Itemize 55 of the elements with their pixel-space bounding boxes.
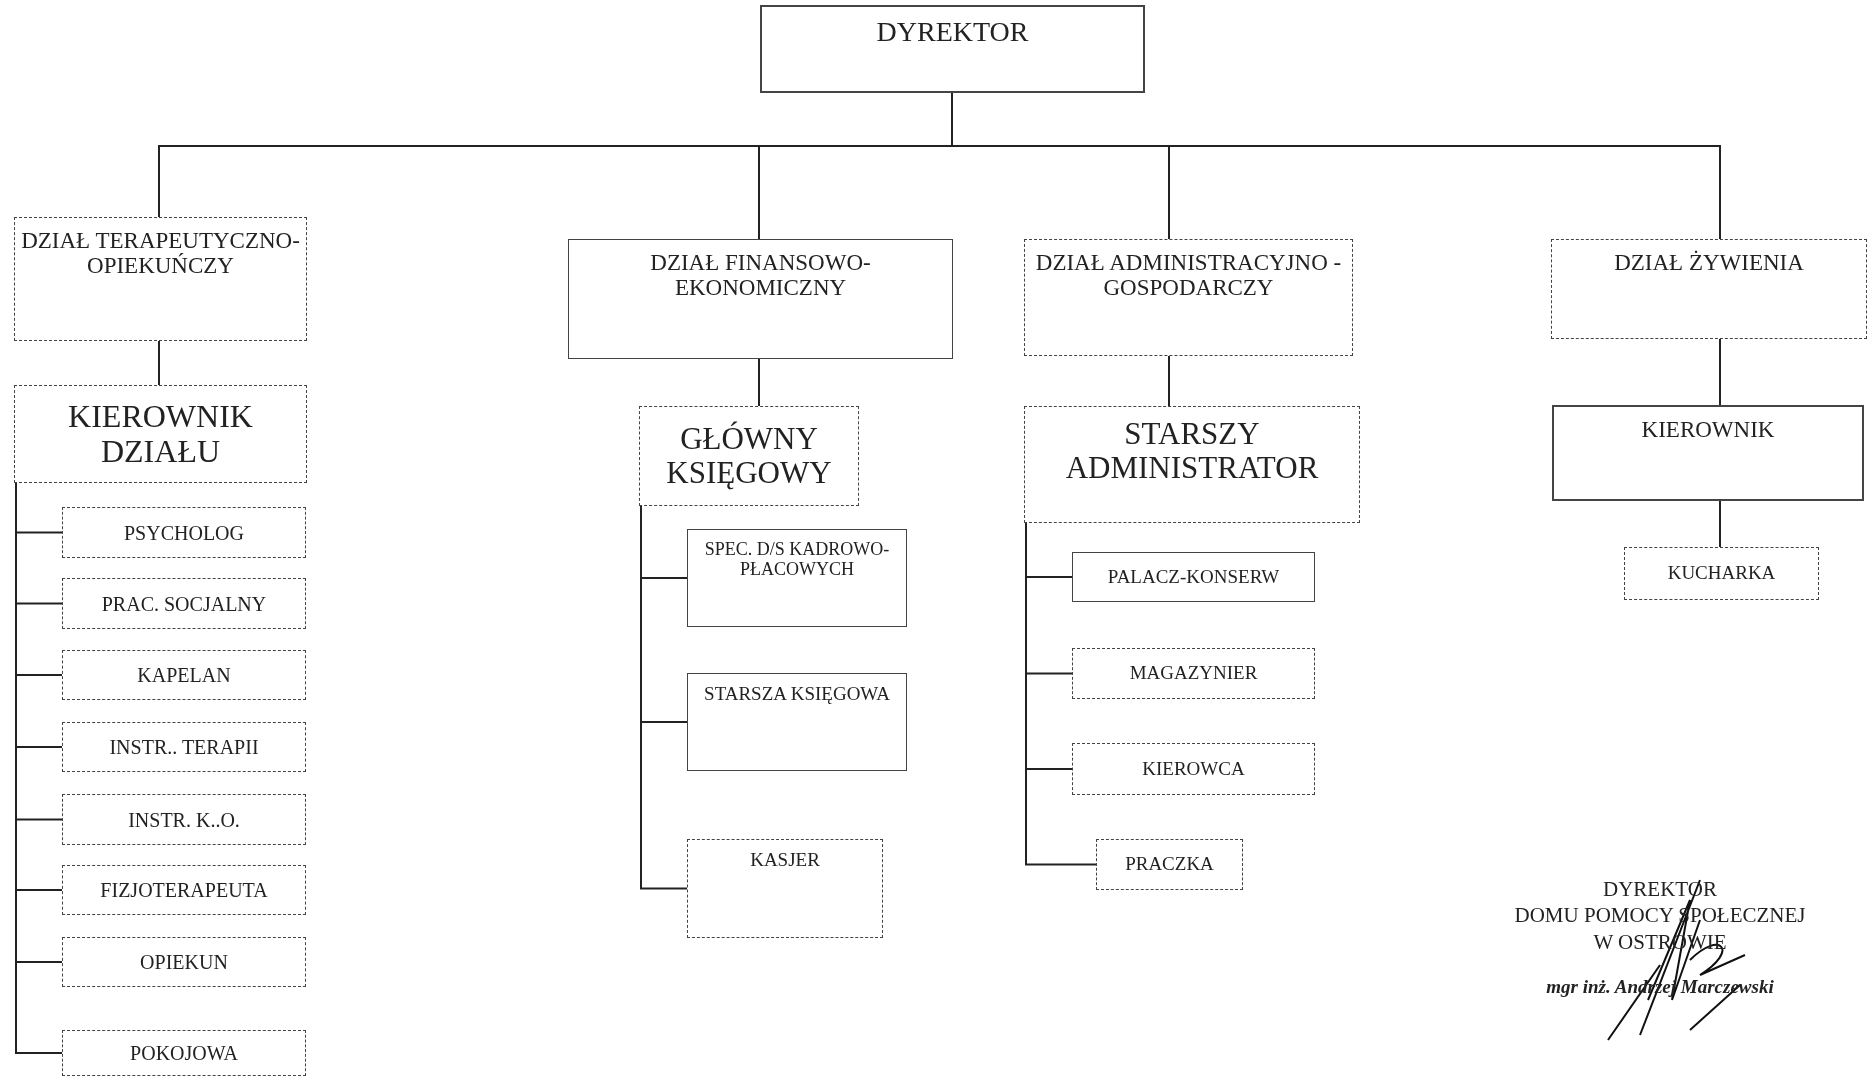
connector-line: [1719, 338, 1721, 406]
unit-title: DZIAŁ ŻYWIENIA: [1614, 250, 1804, 276]
unit-title: PSYCHOLOG: [124, 521, 244, 544]
connector-line: [758, 358, 760, 407]
unit-title: KUCHARKA: [1667, 563, 1776, 584]
org-unit-box: [1072, 743, 1315, 795]
org-unit-box: [14, 217, 307, 341]
org-unit-box: [62, 865, 306, 915]
org-unit-box: [62, 1030, 306, 1076]
org-unit-box: [1024, 406, 1360, 523]
unit-title: KIEROWCA: [1142, 758, 1245, 780]
unit-title: SPEC. D/S KADROWO-PŁACOWYCH: [703, 540, 891, 580]
unit-title: KIEROWNIK: [1641, 417, 1775, 443]
connector-line: [158, 340, 160, 386]
unit-title: KAPELAN: [137, 664, 231, 686]
org-unit-box: [1551, 239, 1867, 339]
org-unit-box: [62, 794, 306, 845]
unit-title: PRACZKA: [1125, 854, 1214, 875]
org-unit-box: [1072, 648, 1315, 699]
org-unit-box: [568, 239, 953, 359]
unit-title: MAGAZYNIER: [1129, 663, 1258, 684]
connector-line: [1168, 355, 1170, 407]
org-unit-box: [687, 839, 883, 938]
org-unit-box: [1096, 839, 1243, 890]
org-unit-box: [687, 529, 907, 627]
unit-title: STARSZY ADMINISTRATOR: [1064, 417, 1320, 486]
unit-title: DZIAŁ TERAPEUTYCZNO-OPIEKUŃCZY: [21, 228, 300, 279]
unit-title: INSTR. K..O.: [128, 808, 240, 831]
unit-title: DZIAŁ FINANSOWO-EKONOMICZNY: [649, 250, 872, 301]
unit-title: POKOJOWA: [130, 1042, 238, 1064]
unit-title: OPIEKUN: [140, 951, 228, 973]
connector-line: [1719, 500, 1721, 548]
unit-title: PALACZ-KONSERW: [1107, 566, 1280, 588]
org-unit-box: [1072, 552, 1315, 602]
org-unit-box: [687, 673, 907, 771]
unit-title: INSTR.. TERAPII: [109, 736, 259, 758]
org-unit-box: [14, 385, 307, 483]
org-unit-box: [1624, 547, 1819, 600]
unit-title: GŁÓWNY KSIĘGOWY: [665, 421, 833, 491]
org-unit-box: [62, 937, 306, 987]
org-unit-box: [1024, 239, 1353, 356]
unit-title: STARSZA KSIĘGOWA: [704, 684, 890, 705]
org-unit-box: [760, 5, 1145, 93]
org-unit-box: [62, 507, 306, 558]
org-unit-box: [639, 406, 859, 506]
org-unit-box: [62, 578, 306, 629]
unit-title: DZIAŁ ADMINISTRACYJNO - GOSPODARCZY: [1034, 250, 1343, 301]
unit-title: PRAC. SOCJALNY: [101, 592, 267, 615]
unit-title: DYREKTOR: [876, 17, 1029, 48]
unit-title: KIEROWNIK DZIAŁU: [67, 398, 254, 470]
org-unit-box: [1552, 405, 1864, 501]
unit-title: KASJER: [750, 850, 820, 871]
unit-title: FIZJOTERAPEUTA: [100, 879, 268, 901]
org-unit-box: [62, 722, 306, 772]
org-unit-box: [62, 650, 306, 700]
